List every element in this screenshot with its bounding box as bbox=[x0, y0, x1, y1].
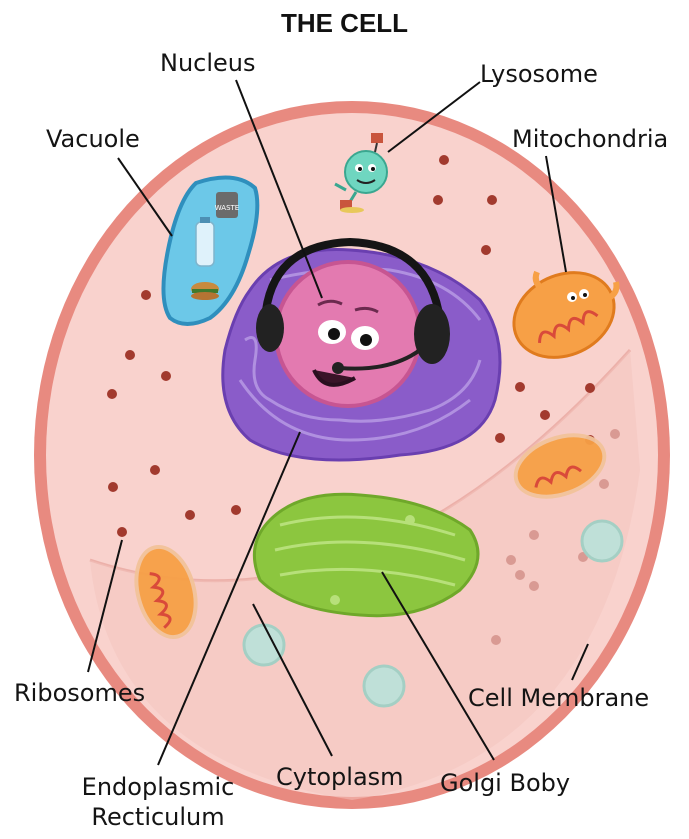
label-endoplasmic-line1: Endoplasmic bbox=[72, 772, 244, 802]
label-lysosome: Lysosome bbox=[480, 59, 598, 89]
label-cytoplasm: Cytoplasm bbox=[276, 762, 404, 792]
label-golgi-body: Golgi Boby bbox=[440, 768, 570, 798]
water-bottle-icon bbox=[196, 222, 214, 266]
diagram-title: THE CELL bbox=[0, 8, 689, 39]
waste-jar-label: WASTE bbox=[215, 204, 239, 212]
label-endoplasmic-line2: Recticulum bbox=[72, 802, 244, 832]
label-nucleus: Nucleus bbox=[160, 48, 256, 78]
vesicle bbox=[244, 625, 284, 665]
label-cell-membrane: Cell Membrane bbox=[468, 683, 649, 713]
hammer-icon bbox=[371, 133, 383, 143]
vesicle bbox=[364, 666, 404, 706]
label-mitochondria: Mitochondria bbox=[512, 124, 668, 154]
label-endoplasmic-reticulum: Endoplasmic Recticulum bbox=[72, 772, 244, 832]
label-ribosomes: Ribosomes bbox=[14, 678, 145, 708]
vesicle bbox=[582, 521, 622, 561]
label-vacuole: Vacuole bbox=[46, 124, 140, 154]
